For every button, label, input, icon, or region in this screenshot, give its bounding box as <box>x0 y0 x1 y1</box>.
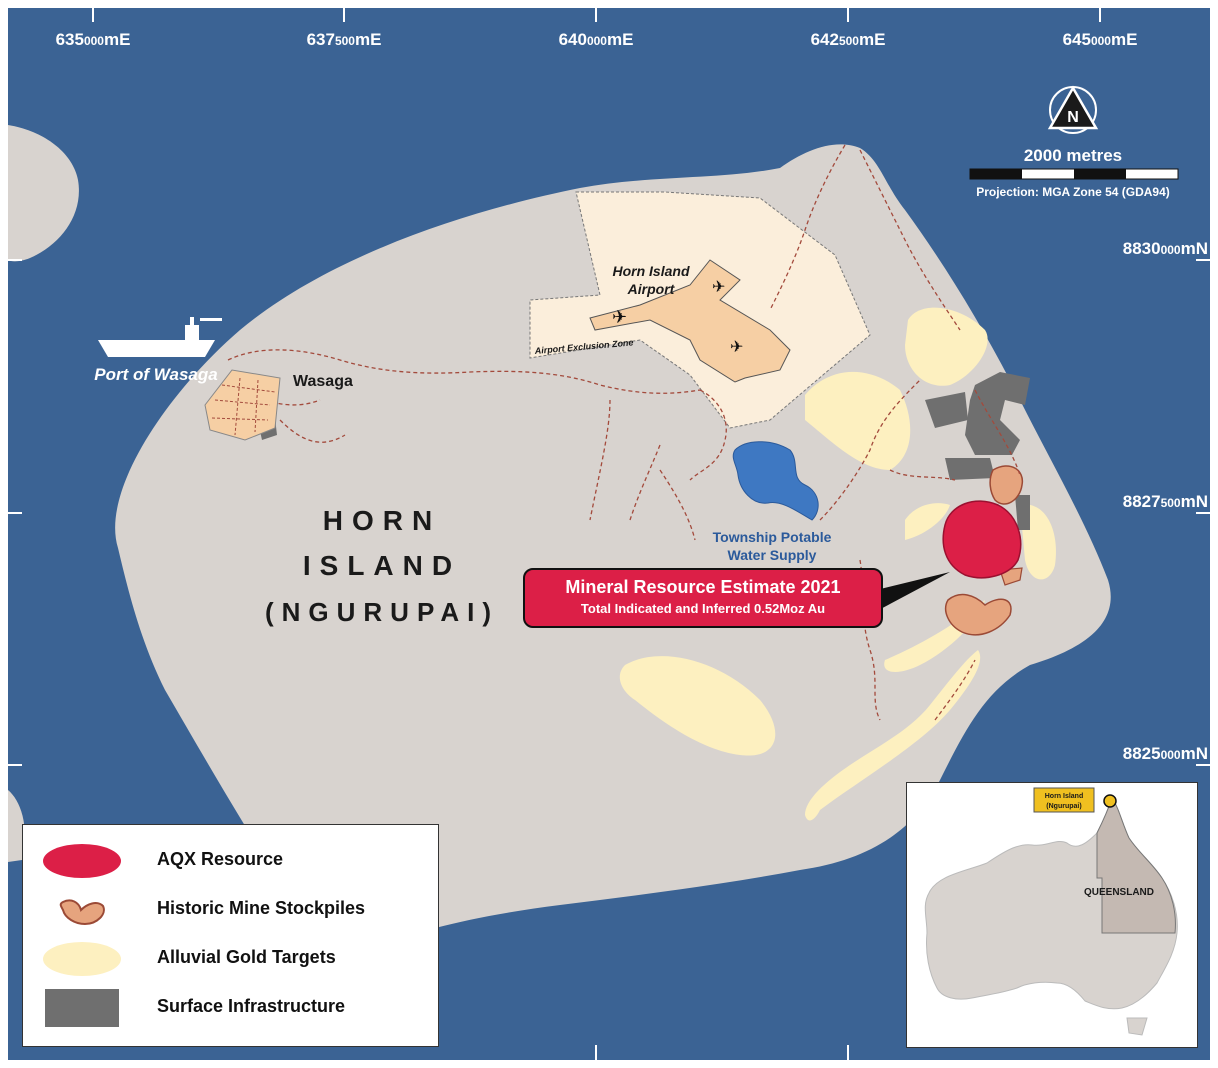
island-name: HORN ISLAND (NGURUPAI) <box>265 505 499 627</box>
svg-text:N: N <box>1067 109 1079 126</box>
graticule-ticks <box>8 8 1210 1060</box>
tasmania-outline <box>1126 1017 1148 1036</box>
svg-text:Mineral Resource Estimate 2021: Mineral Resource Estimate 2021 <box>565 577 840 597</box>
legend-item-stockpiles: Historic Mine Stockpiles <box>23 888 438 932</box>
easting-label-642500: 642500mE <box>811 30 886 49</box>
svg-text:HORN: HORN <box>323 505 441 536</box>
location-marker-icon <box>1103 794 1117 808</box>
easting-label-637500: 637500mE <box>307 30 382 49</box>
svg-text:2000 metres: 2000 metres <box>1024 146 1122 165</box>
historic-stockpile <box>989 465 1024 505</box>
infrastructure-swatch-icon <box>45 989 119 1027</box>
legend-label: Alluvial Gold Targets <box>157 947 336 967</box>
stockpile-swatch-icon <box>59 899 105 926</box>
northing-label-8827500: 8827500mN <box>1123 492 1208 511</box>
northing-label-8830000: 8830000mN <box>1123 239 1208 258</box>
alluvial-target <box>805 650 981 821</box>
svg-text:Projection: MGA Zone 54 (GDA94: Projection: MGA Zone 54 (GDA94) <box>976 185 1170 199</box>
alluvial-target <box>905 503 950 540</box>
north-arrow-icon: N <box>1047 85 1099 134</box>
legend-label: Historic Mine Stockpiles <box>157 898 366 918</box>
resource-callout: Mineral Resource Estimate 2021 Total Ind… <box>523 568 950 628</box>
legend-item-alluvial: Alluvial Gold Targets <box>23 937 438 981</box>
town-label: Wasaga <box>293 373 353 390</box>
surface-infrastructure <box>1015 495 1030 530</box>
airport-label: Horn Island <box>612 263 689 279</box>
water-supply-label: Water Supply <box>728 547 817 563</box>
australia-inset: QUEENSLAND Horn Island (Ngurupai) <box>924 787 1178 1036</box>
surface-infrastructure <box>965 372 1030 455</box>
airport-label: Airport <box>627 281 676 297</box>
airplane-icon-1: ✈ <box>612 307 627 327</box>
scale-bar: 2000 metres Projection: MGA Zone 54 (GDA… <box>969 146 1179 199</box>
legend-label: Surface Infrastructure <box>157 996 346 1016</box>
queensland-label: QUEENSLAND <box>1084 887 1154 898</box>
mainland-coast-top <box>8 125 79 262</box>
inset-map: QUEENSLAND Horn Island (Ngurupai) <box>906 782 1198 1048</box>
alluvial-target <box>905 307 988 386</box>
airplane-icon-2: ✈ <box>712 279 725 296</box>
legend-label: AQX Resource <box>157 849 284 869</box>
svg-text:(NGURUPAI): (NGURUPAI) <box>265 597 499 627</box>
alluvial-target <box>619 656 776 756</box>
horn-island-marker-box <box>1033 787 1095 813</box>
svg-text:ISLAND: ISLAND <box>303 550 461 581</box>
alluvial-swatch-icon <box>43 942 121 976</box>
aqx-resource-area <box>942 500 1022 579</box>
easting-label-635000: 635000mE <box>56 30 131 49</box>
surface-infrastructure <box>945 458 995 480</box>
legend: AQX Resource Historic Mine Stockpiles Al… <box>22 824 439 1047</box>
tracks <box>227 144 1021 721</box>
mainland-coast-bottom <box>8 790 25 862</box>
resource-swatch-icon <box>43 844 121 878</box>
inset-marker-label: (Ngurupai) <box>1046 803 1081 810</box>
airplane-icon-3: ✈ <box>730 339 743 356</box>
port-label: Port of Wasaga <box>94 365 217 384</box>
wasaga-town <box>204 369 281 441</box>
horn-island-land <box>115 144 1111 945</box>
surface-infrastructure <box>925 392 968 428</box>
township-water-supply <box>732 441 819 521</box>
inset-marker-label: Horn Island <box>1045 793 1084 800</box>
alluvial-target <box>805 371 911 470</box>
easting-label-645000: 645000mE <box>1063 30 1138 49</box>
historic-stockpile <box>944 593 1012 636</box>
alluvial-target <box>884 600 985 672</box>
water-supply-label: Township Potable <box>713 529 832 545</box>
legend-item-aqx-resource: AQX Resource <box>23 839 438 883</box>
svg-text:Total Indicated and Inferred 0: Total Indicated and Inferred 0.52Moz Au <box>581 601 825 616</box>
northing-label-8825000: 8825000mN <box>1123 744 1208 763</box>
ship-icon <box>98 317 222 357</box>
legend-item-infrastructure: Surface Infrastructure <box>23 986 438 1030</box>
easting-label-640000: 640000mE <box>559 30 634 49</box>
airport-runways <box>589 259 791 383</box>
queensland-outline <box>1096 796 1176 934</box>
